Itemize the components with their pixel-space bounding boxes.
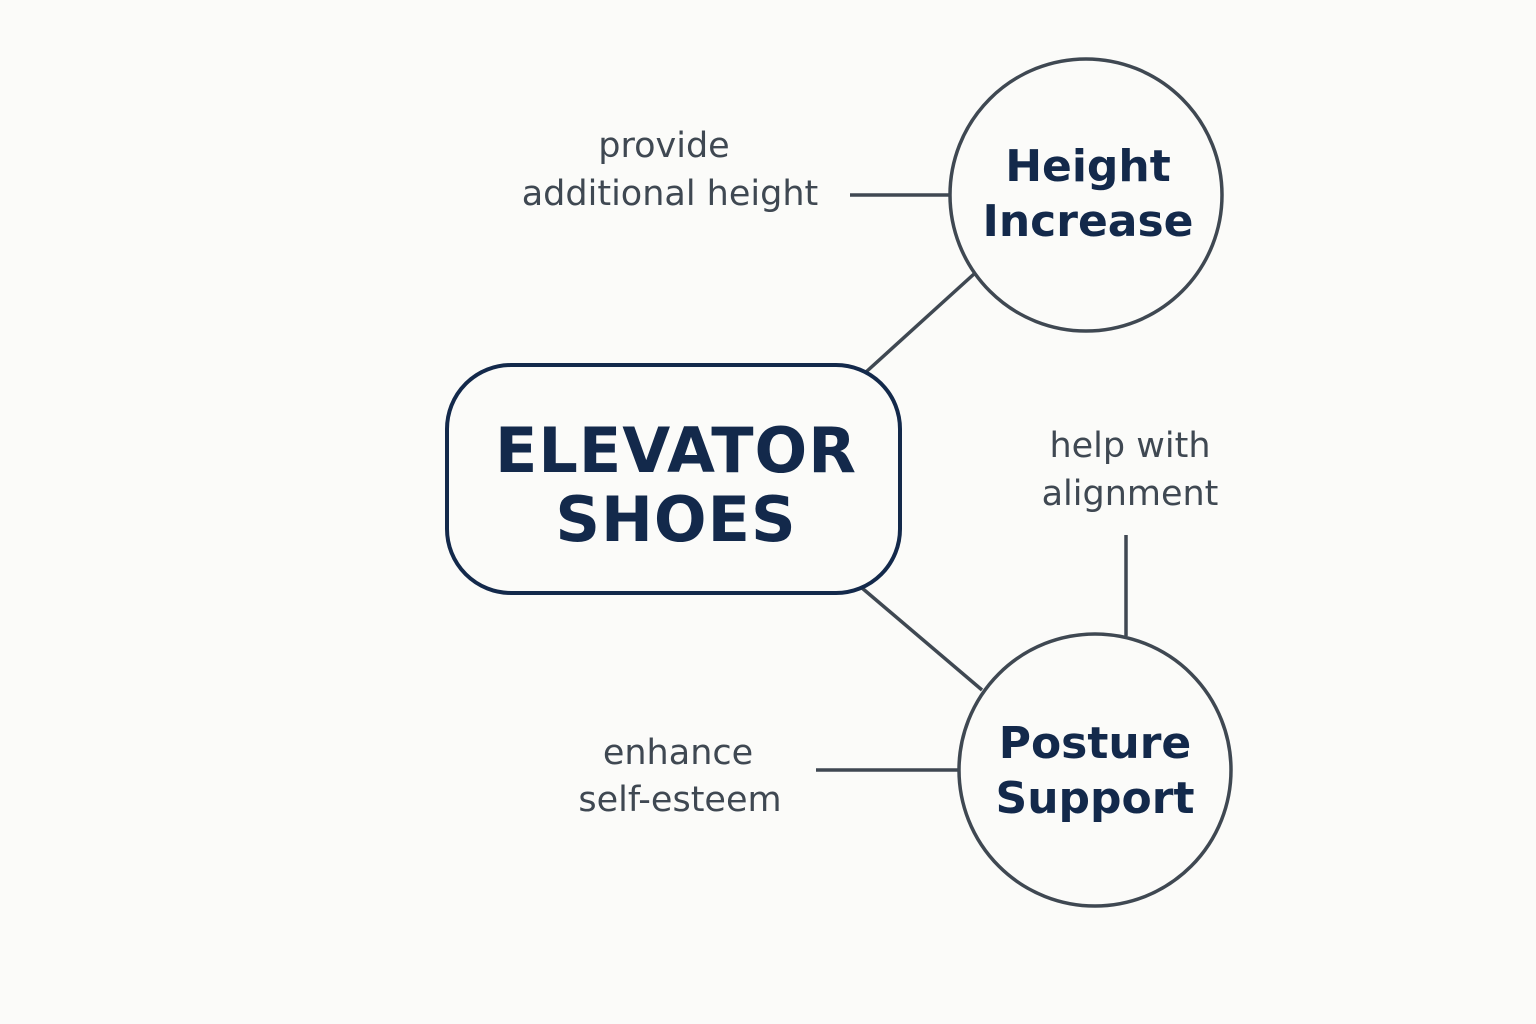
central-node-label-line1: ELEVATOR	[495, 414, 857, 487]
posture-support-esteem-note: enhance self-esteem	[578, 733, 781, 820]
height-increase-label-line2: Increase	[982, 196, 1193, 247]
central-node: ELEVATOR SHOES	[445, 363, 902, 595]
posture-support-node: Posture Support	[957, 632, 1233, 908]
height-increase-note-line2: additional height	[522, 174, 819, 214]
posture-support-label-line2: Support	[996, 773, 1195, 824]
connector-central-to-posture-support	[860, 586, 984, 692]
height-increase-label-line1: Height	[1005, 141, 1171, 192]
alignment-note-line1: help with	[1049, 426, 1210, 466]
height-increase-note: provide additional height	[522, 126, 819, 214]
height-increase-node: Height Increase	[948, 57, 1224, 333]
posture-support-label-line1: Posture	[999, 718, 1192, 769]
central-node-label-line2: SHOES	[555, 483, 796, 556]
esteem-note-line1: enhance	[603, 733, 753, 773]
posture-support-alignment-note: help with alignment	[1042, 426, 1219, 514]
height-increase-circle	[948, 57, 1224, 333]
posture-support-circle	[957, 632, 1233, 908]
esteem-note-line2: self-esteem	[578, 780, 781, 820]
height-increase-note-line1: provide	[598, 126, 729, 166]
central-node-box	[445, 363, 902, 595]
connector-central-to-height-increase	[864, 272, 976, 374]
alignment-note-line2: alignment	[1042, 474, 1219, 514]
